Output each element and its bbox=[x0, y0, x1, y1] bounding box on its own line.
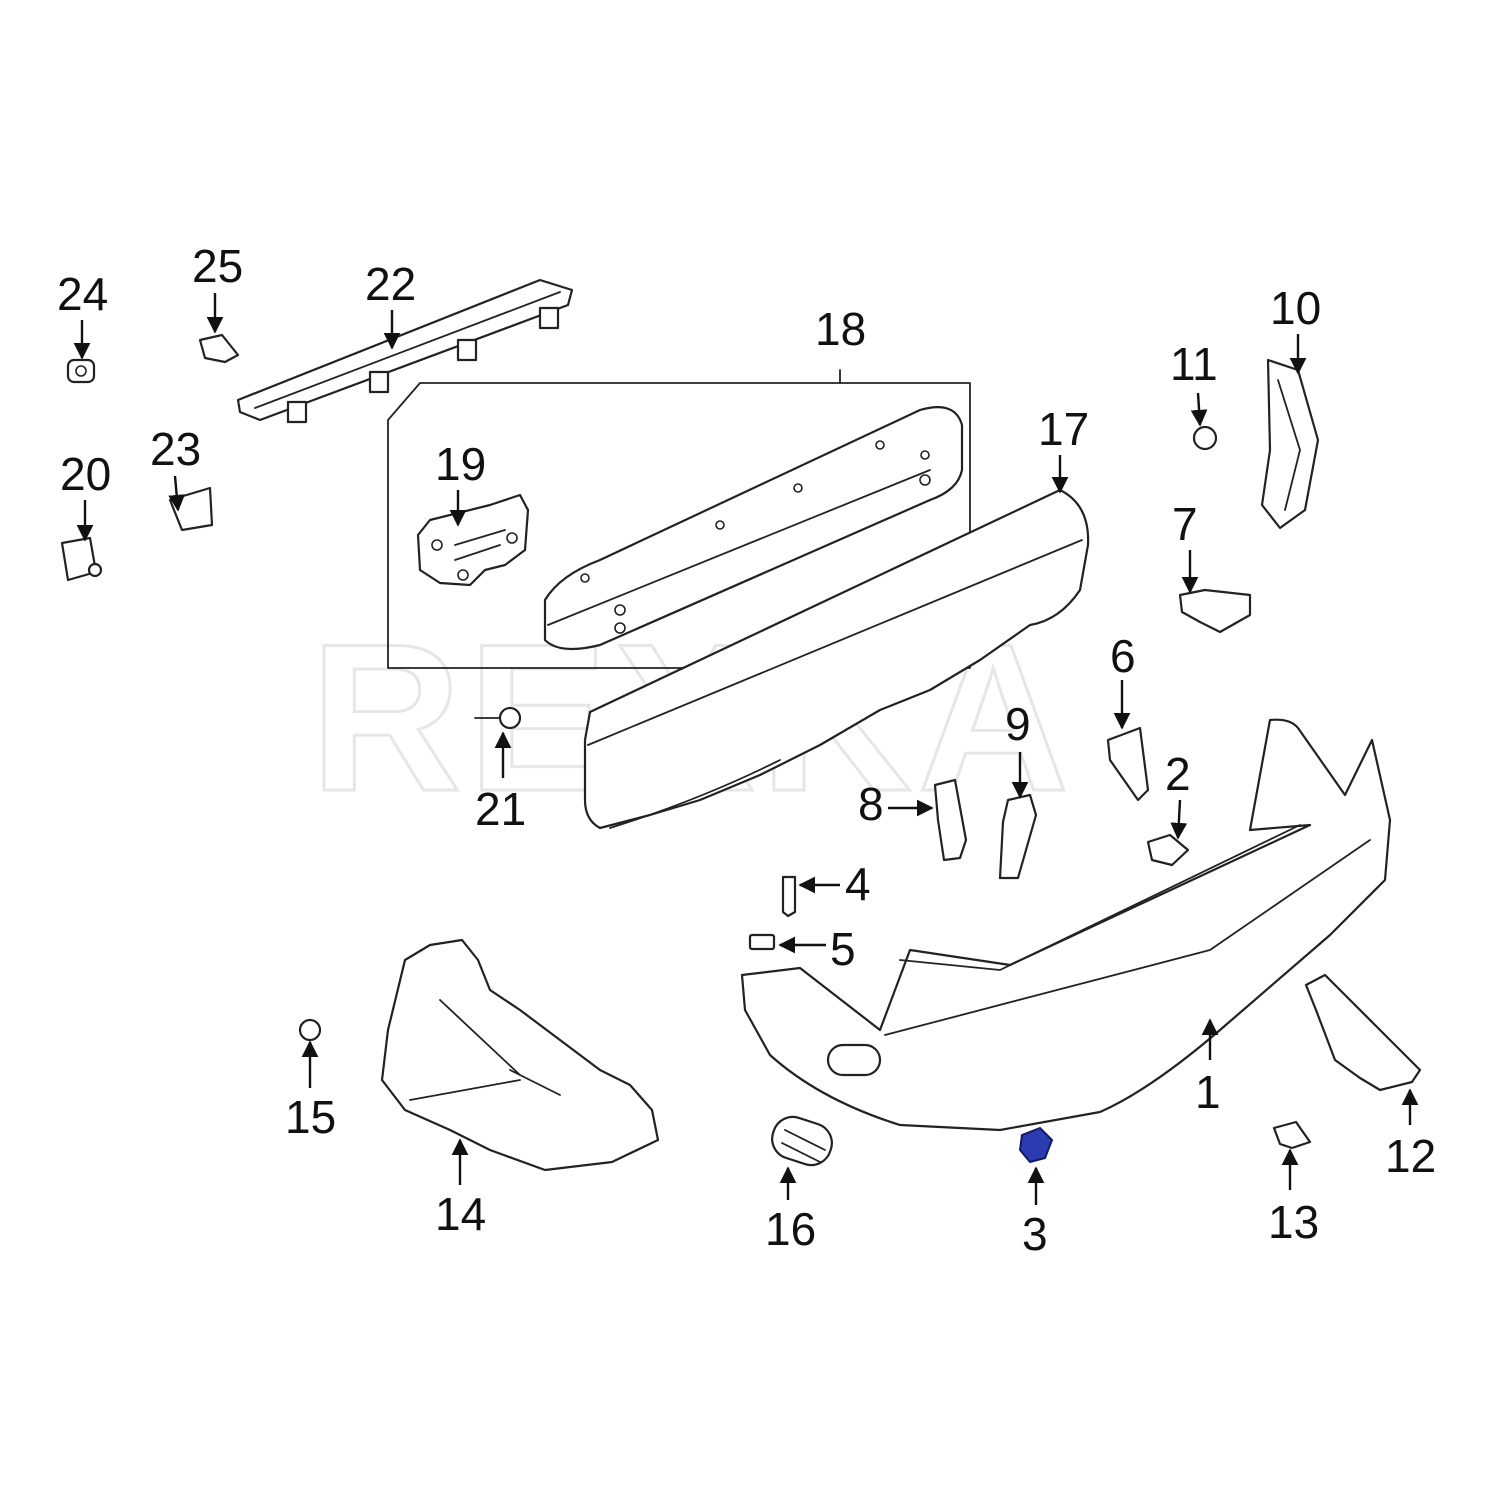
callout-22: 22 bbox=[365, 258, 416, 310]
callout-23: 23 bbox=[150, 423, 201, 475]
callout-2: 2 bbox=[1165, 748, 1191, 800]
bumper-reinforcement bbox=[543, 406, 964, 651]
callout-6: 6 bbox=[1110, 630, 1136, 682]
clip-25 bbox=[198, 333, 240, 364]
callout-12: 12 bbox=[1385, 1130, 1436, 1182]
screw-21 bbox=[474, 706, 522, 730]
nut-20 bbox=[60, 536, 103, 582]
assembly-18-box bbox=[387, 382, 971, 669]
fender-liner bbox=[380, 938, 660, 1172]
callout-10: 10 bbox=[1270, 282, 1321, 334]
callout-8: 8 bbox=[858, 778, 884, 830]
clip-13 bbox=[1272, 1120, 1312, 1150]
callout-19: 19 bbox=[435, 438, 486, 490]
guide-9 bbox=[998, 793, 1038, 880]
callout-24: 24 bbox=[57, 268, 108, 320]
leader-arrows bbox=[73, 293, 1419, 1205]
nut-24 bbox=[66, 358, 96, 384]
retainer-clip-3-highlighted bbox=[1018, 1126, 1054, 1164]
side-bracket-10 bbox=[1260, 358, 1320, 530]
bolt-4 bbox=[781, 875, 797, 918]
callout-9: 9 bbox=[1005, 698, 1031, 750]
bracket-6 bbox=[1106, 726, 1150, 802]
callout-25: 25 bbox=[192, 240, 243, 292]
callout-17: 17 bbox=[1038, 403, 1089, 455]
bumper-cover bbox=[740, 718, 1392, 1132]
callout-20: 20 bbox=[60, 448, 111, 500]
guide-8 bbox=[933, 778, 968, 862]
nut-5 bbox=[748, 933, 776, 951]
clip-11 bbox=[1192, 425, 1218, 451]
bumper-grille bbox=[771, 1115, 833, 1167]
energy-absorber bbox=[583, 488, 1090, 830]
mounting-rail bbox=[236, 278, 574, 424]
callout-13: 13 bbox=[1268, 1196, 1319, 1248]
callout-11: 11 bbox=[1170, 338, 1218, 390]
callout-7: 7 bbox=[1172, 498, 1198, 550]
callout-4: 4 bbox=[845, 858, 871, 910]
callout-3: 3 bbox=[1022, 1208, 1048, 1260]
callout-14: 14 bbox=[435, 1188, 486, 1240]
bracket-7 bbox=[1178, 588, 1252, 634]
callout-16: 16 bbox=[765, 1203, 816, 1255]
callout-21: 21 bbox=[475, 783, 526, 835]
callout-15: 15 bbox=[285, 1091, 336, 1143]
side-support-12 bbox=[1304, 973, 1422, 1092]
callout-1: 1 bbox=[1195, 1066, 1221, 1118]
callout-5: 5 bbox=[830, 923, 856, 975]
clip-15 bbox=[298, 1018, 322, 1042]
reinforcement-bracket bbox=[416, 493, 530, 587]
callout-18: 18 bbox=[815, 303, 866, 355]
clip-2 bbox=[1146, 833, 1190, 867]
